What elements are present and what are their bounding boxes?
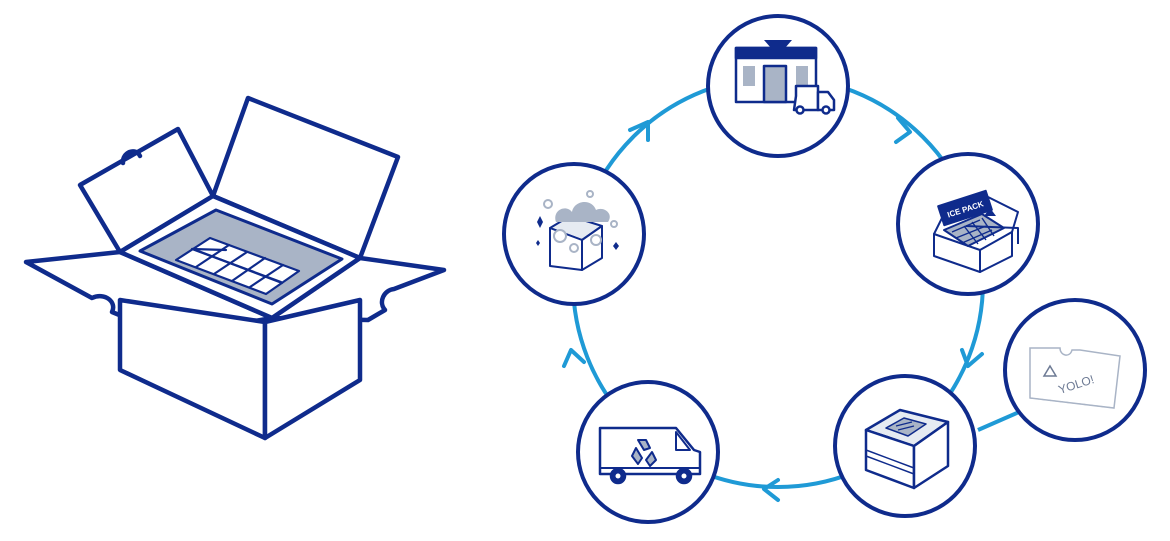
ice-pack-label: ICE PACK [937, 189, 993, 227]
cycle-step-washing [502, 162, 646, 306]
side-card-recycle-note: YOLO! [1003, 298, 1147, 442]
arrow-2 [960, 348, 984, 368]
arrow-4 [562, 348, 586, 368]
box-front-left [117, 297, 268, 441]
cycle-step-recycling-van [576, 380, 720, 524]
insulated-box-illustration [23, 95, 447, 441]
packing-box-icon: ICE PACK [933, 189, 1019, 273]
cycle-step-warehouse [706, 14, 850, 158]
recycle-symbol [631, 439, 657, 467]
box-front-right [262, 297, 363, 441]
cycle-arrows [562, 116, 984, 502]
warehouse-delivery-icon [734, 40, 836, 115]
closed-box-label-icon [864, 408, 950, 490]
cycle-step-packing: ICE PACK [896, 152, 1040, 296]
arrow-1 [894, 116, 912, 144]
recycling-van-icon [598, 426, 702, 485]
arrow-5 [628, 120, 650, 142]
washing-bubbles-icon [536, 190, 619, 271]
ice-grid [174, 236, 301, 296]
recycle-note-icon: YOLO! [1029, 347, 1121, 409]
box-flap-right [269, 255, 447, 323]
arrow-3 [762, 478, 780, 502]
cycle-step-closed-box [833, 374, 977, 518]
